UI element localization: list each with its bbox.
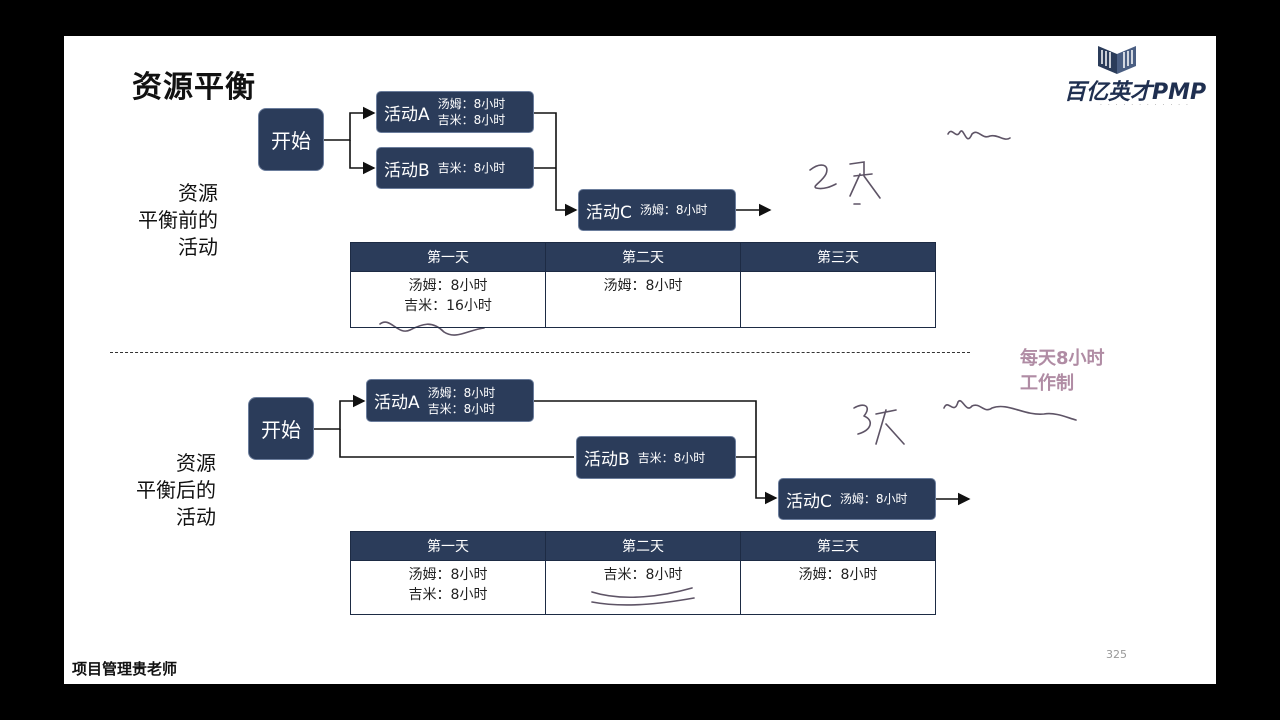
book-logo-icon xyxy=(1098,46,1136,74)
after-start-node: 开始 xyxy=(248,397,314,460)
after-label-line: 平衡后的 xyxy=(136,478,216,502)
activity-name: 活动C xyxy=(786,491,832,512)
cell-line: 汤姆：8小时 xyxy=(408,278,488,294)
resource-line: 吉米：8小时 xyxy=(637,450,706,465)
cell-line: 汤姆：8小时 xyxy=(603,278,683,294)
table-header: 第二天 xyxy=(545,242,741,272)
activity-name: 活动A xyxy=(384,104,430,125)
table-header: 第三天 xyxy=(740,531,936,561)
activity-resources: 汤姆：8小时 xyxy=(640,202,708,218)
slide: 资源平衡 百亿英才PMP · · · · · · · · · · · · xyxy=(64,36,1216,684)
slide-title: 资源平衡 xyxy=(132,70,256,105)
before-activity-b: 活动B 吉米：8小时 xyxy=(376,147,534,189)
before-schedule-table: 第一天 第二天 第三天 汤姆：8小时 吉米：16小时 汤姆：8小时 xyxy=(350,242,936,328)
note-line: 工作制 xyxy=(1020,373,1074,394)
resource-line: 吉米：8小时 xyxy=(427,401,496,416)
cell-line: 吉米：16小时 xyxy=(404,298,492,314)
before-label: 资源 平衡前的 活动 xyxy=(104,180,218,261)
handwritten-note: 每天8小时 工作制 xyxy=(1020,346,1105,396)
connector-lines xyxy=(314,106,1077,606)
table-header: 第一天 xyxy=(350,242,546,272)
footer-author: 项目管理贵老师 xyxy=(72,660,178,678)
after-label-line: 资源 xyxy=(176,451,216,475)
cell-line: 吉米：8小时 xyxy=(408,587,488,603)
table-header-row: 第一天 第二天 第三天 xyxy=(350,242,936,272)
cell-line: 汤姆：8小时 xyxy=(408,567,488,583)
table-header: 第一天 xyxy=(350,531,546,561)
activity-name: 活动B xyxy=(384,160,430,181)
after-activity-c: 活动C 汤姆：8小时 xyxy=(778,478,936,520)
after-activity-b: 活动B 吉米：8小时 xyxy=(576,436,736,479)
section-divider xyxy=(110,352,970,353)
activity-name: 活动C xyxy=(586,202,632,223)
table-header: 第三天 xyxy=(740,242,936,272)
table-cell: 汤姆：8小时 xyxy=(545,271,741,328)
table-cell: 汤姆：8小时 吉米：16小时 xyxy=(350,271,546,328)
resource-line: 汤姆：8小时 xyxy=(639,203,708,217)
after-activity-a: 活动A 汤姆：8小时 吉米：8小时 xyxy=(366,379,534,422)
logo-subtext-decoration: · · · · · · · · · · · · xyxy=(1100,102,1190,109)
table-row: 汤姆：8小时 吉米：8小时 吉米：8小时 汤姆：8小时 xyxy=(350,560,936,615)
table-cell: 吉米：8小时 xyxy=(545,560,741,615)
note-line: 每天8小时 xyxy=(1020,348,1105,369)
table-cell: 汤姆：8小时 吉米：8小时 xyxy=(350,560,546,615)
resource-line: 吉米：8小时 xyxy=(437,113,506,127)
activity-name: 活动B xyxy=(584,450,630,470)
after-schedule-table: 第一天 第二天 第三天 汤姆：8小时 吉米：8小时 吉米：8小时 汤姆：8小时 xyxy=(350,531,936,615)
table-header-row: 第一天 第二天 第三天 xyxy=(350,531,936,561)
activity-resources: 吉米：8小时 xyxy=(638,450,706,466)
before-activity-c: 活动C 汤姆：8小时 xyxy=(578,189,736,231)
table-cell xyxy=(740,271,936,328)
before-start-node: 开始 xyxy=(258,108,324,171)
after-label-line: 活动 xyxy=(176,505,216,529)
start-label: 开始 xyxy=(271,129,311,153)
start-label: 开始 xyxy=(261,418,301,442)
table-row: 汤姆：8小时 吉米：16小时 汤姆：8小时 xyxy=(350,271,936,328)
before-label-line: 平衡前的 xyxy=(138,208,218,232)
after-label: 资源 平衡后的 活动 xyxy=(102,450,216,531)
logo-text: 百亿英才PMP xyxy=(1064,80,1207,105)
before-activity-a: 活动A 汤姆：8小时 吉米：8小时 xyxy=(376,91,534,133)
before-label-line: 活动 xyxy=(178,235,218,259)
resource-line: 吉米：8小时 xyxy=(437,161,506,175)
table-cell: 汤姆：8小时 xyxy=(740,560,936,615)
cell-line: 汤姆：8小时 xyxy=(798,567,878,583)
resource-line: 汤姆：8小时 xyxy=(839,492,908,506)
activity-resources: 汤姆：8小时 吉米：8小时 xyxy=(438,96,506,128)
resource-line: 汤姆：8小时 xyxy=(437,97,506,111)
activity-name: 活动A xyxy=(374,393,420,413)
page-number: 325 xyxy=(1106,648,1127,661)
activity-resources: 汤姆：8小时 xyxy=(840,491,908,507)
before-label-line: 资源 xyxy=(178,181,218,205)
resource-line: 汤姆：8小时 xyxy=(427,385,496,400)
activity-resources: 汤姆：8小时 吉米：8小时 xyxy=(428,385,496,417)
cell-line: 吉米：8小时 xyxy=(603,567,683,583)
table-header: 第二天 xyxy=(545,531,741,561)
activity-resources: 吉米：8小时 xyxy=(438,160,506,176)
